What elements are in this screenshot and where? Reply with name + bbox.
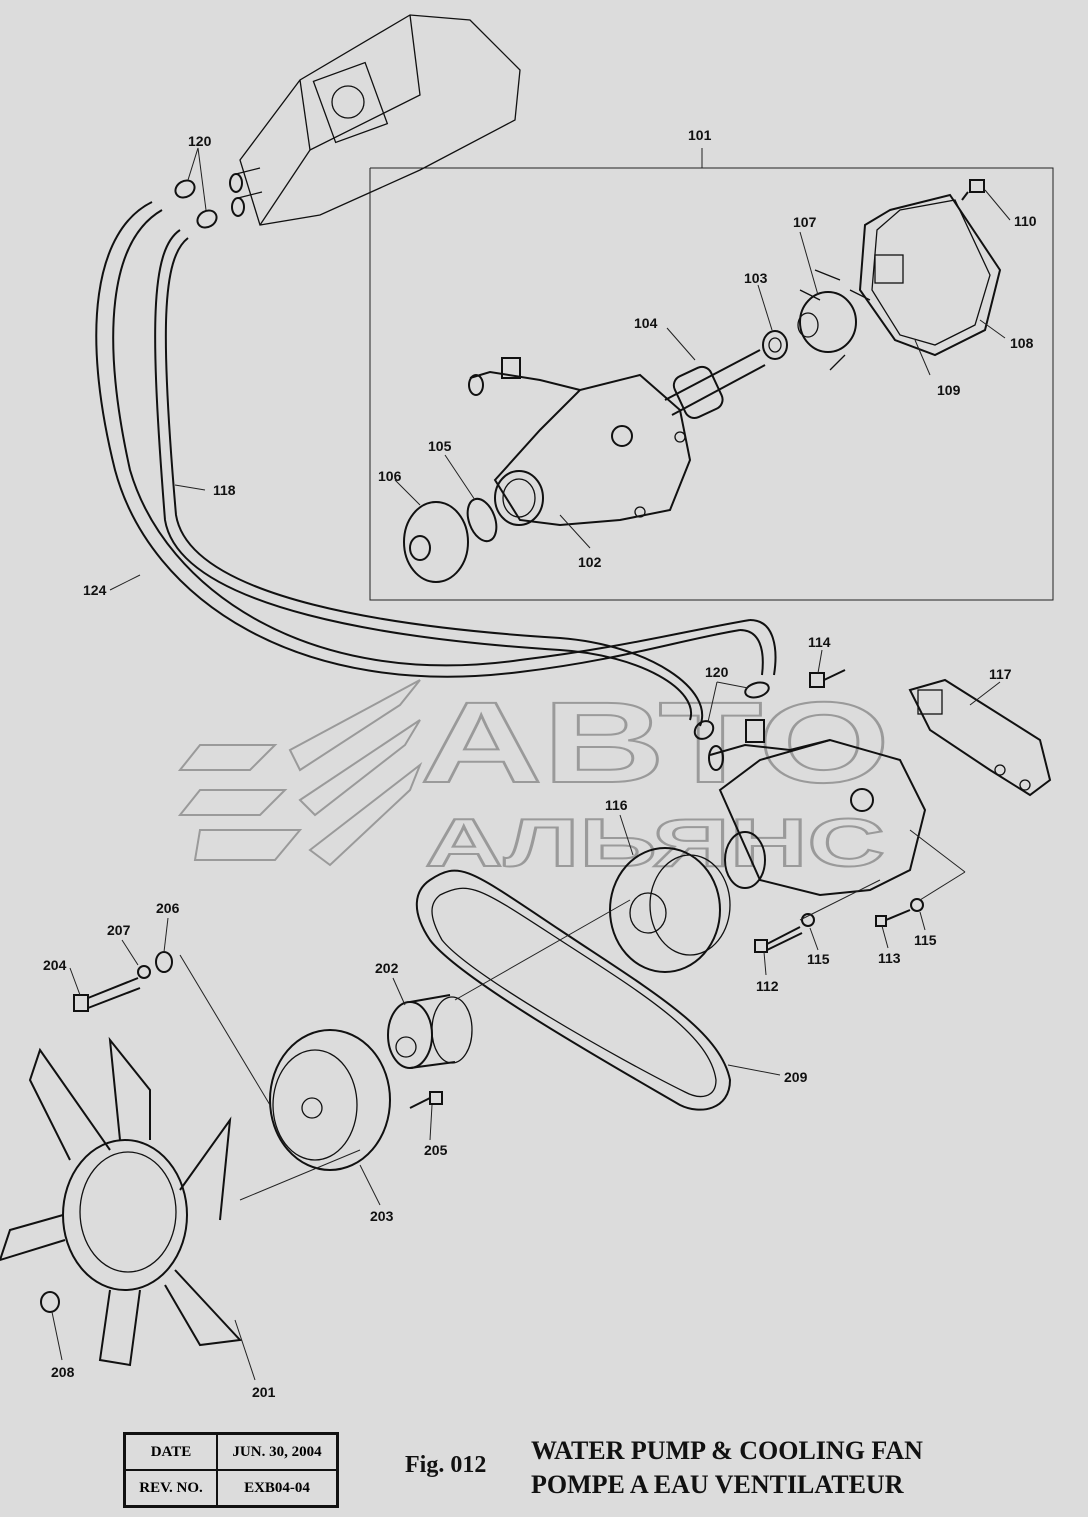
callout-120-middle: 120 <box>705 664 729 680</box>
callout-201: 201 <box>252 1384 276 1400</box>
washer-207 <box>137 965 151 979</box>
hose-clamps-middle <box>693 681 770 740</box>
fan-pulley-203 <box>269 1029 391 1171</box>
watermark-logo <box>177 679 423 867</box>
belt-209 <box>415 869 732 1111</box>
gasket-108 <box>858 193 1002 357</box>
date-row: DATE JUN. 30, 2004 <box>123 1432 339 1471</box>
callout-labels: 101 102 103 104 105 106 107 108 109 110 … <box>43 127 1037 1400</box>
cover-plate-109 <box>871 199 991 346</box>
bolt-204 <box>73 977 141 1012</box>
callout-206: 206 <box>156 900 180 916</box>
bolt-113 <box>875 909 911 927</box>
callout-107: 107 <box>793 214 817 230</box>
gasket-117 <box>908 678 1052 797</box>
hose-118 <box>154 229 777 727</box>
water-pump-kit-frame <box>369 148 1054 601</box>
callout-112: 112 <box>756 978 779 994</box>
callout-109: 109 <box>937 382 961 398</box>
revision-label: REV. NO. <box>123 1469 218 1508</box>
callout-115-a: 115 <box>807 951 830 967</box>
leader-lines-mounted <box>799 829 966 921</box>
callout-103: 103 <box>744 270 768 286</box>
watermark: АВТО АЛЬЯНС <box>177 678 891 882</box>
nut-208 <box>40 1291 60 1313</box>
callout-110: 110 <box>1014 213 1037 229</box>
hub-106 <box>403 501 469 583</box>
spacer-202 <box>387 994 473 1069</box>
callout-124: 124 <box>83 582 107 598</box>
figure-number: Fig. 012 <box>405 1452 487 1478</box>
revision-info-table: DATE JUN. 30, 2004 REV. NO. EXB04-04 <box>123 1432 339 1508</box>
callout-114: 114 <box>808 634 831 650</box>
bolt-114 <box>809 669 846 688</box>
pulley-116 <box>609 847 731 973</box>
seal-103 <box>762 330 788 360</box>
watermark-line2: АЛЬЯНС <box>425 805 885 881</box>
revision-value: EXB04-04 <box>216 1469 339 1508</box>
callout-113: 113 <box>878 950 901 966</box>
date-value: JUN. 30, 2004 <box>216 1432 339 1471</box>
thermostat-housing <box>229 14 521 226</box>
callout-209: 209 <box>784 1069 808 1085</box>
figure-title-english: WATER PUMP & COOLING FAN <box>531 1436 923 1465</box>
callout-leaders <box>51 147 1011 1381</box>
impeller-107 <box>797 269 871 371</box>
leader-lines-fan <box>179 899 631 1201</box>
callout-202: 202 <box>375 960 399 976</box>
washer-206 <box>155 951 173 973</box>
callout-205: 205 <box>424 1142 448 1158</box>
callout-105: 105 <box>428 438 452 454</box>
callout-208: 208 <box>51 1364 75 1380</box>
callout-106: 106 <box>378 468 402 484</box>
bolt-205 <box>409 1091 443 1109</box>
water-pump-assembly-mounted <box>708 719 927 897</box>
callout-118: 118 <box>213 482 236 498</box>
callout-120-top: 120 <box>188 133 212 149</box>
watermark-line1: АВТО <box>420 679 890 807</box>
date-label: DATE <box>123 1432 218 1471</box>
figure-title-french: POMPE A EAU VENTILATEUR <box>531 1470 904 1499</box>
callout-116: 116 <box>605 797 628 813</box>
callout-102: 102 <box>578 554 602 570</box>
bolt-110 <box>961 179 985 201</box>
bearing-shaft-104 <box>664 349 766 420</box>
water-pump-body-102 <box>468 357 692 527</box>
callout-101: 101 <box>688 127 712 143</box>
callout-104: 104 <box>634 315 658 331</box>
callout-204: 204 <box>43 957 67 973</box>
washers-115 <box>801 898 924 927</box>
callout-115-b: 115 <box>914 932 937 948</box>
callout-203: 203 <box>370 1208 394 1224</box>
hose-clamps-top <box>174 179 218 229</box>
cooling-fan-201 <box>0 1036 243 1367</box>
callout-108: 108 <box>1010 335 1034 351</box>
hose-124 <box>95 201 751 678</box>
figure-title-block: WATER PUMP & COOLING FAN POMPE A EAU VEN… <box>531 1434 923 1502</box>
revision-row: REV. NO. EXB04-04 <box>123 1469 339 1508</box>
callout-207: 207 <box>107 922 131 938</box>
bolt-112 <box>754 926 803 953</box>
callout-117: 117 <box>989 666 1012 682</box>
